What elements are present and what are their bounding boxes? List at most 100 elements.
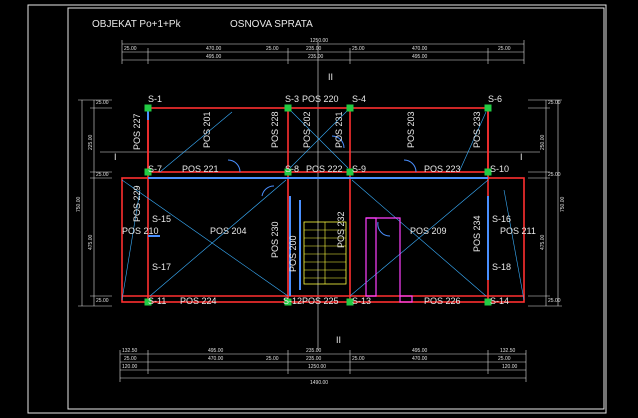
column-label: S-9 bbox=[352, 164, 366, 174]
dimension-text-left: 750.00 25.00 225.00 25.00 475.00 25.00 bbox=[76, 100, 109, 304]
slab-diagonals bbox=[121, 109, 525, 301]
object-label: OBJEKAT Po+1+Pk bbox=[92, 19, 182, 30]
dimension-text-right: 25.00 250.00 25.00 475.00 25.00 750.00 bbox=[540, 100, 566, 304]
column-label: S-1 bbox=[148, 94, 162, 104]
dimension-lines-left bbox=[78, 99, 112, 307]
position-labels-vertical: POS 227 POS 201 POS 228 POS 202 POS 231 … bbox=[132, 111, 482, 272]
section-mark-top: II bbox=[328, 72, 333, 82]
dimension-value: 25.00 bbox=[266, 46, 279, 52]
dimension-lines-top bbox=[121, 40, 525, 64]
dimension-value: 750.00 bbox=[560, 196, 566, 212]
position-label: POS 222 bbox=[306, 164, 343, 174]
dimension-value: 475.00 bbox=[88, 234, 94, 250]
column-label: S-12 bbox=[283, 296, 302, 306]
dimension-text-top: 1250.00 25.00 470.00 25.00 235.00 25.00 … bbox=[124, 38, 511, 60]
section-axes bbox=[100, 42, 540, 350]
section-mark-left: I bbox=[114, 152, 117, 162]
dimension-value: 25.00 bbox=[548, 172, 561, 178]
position-label: POS 229 bbox=[132, 185, 142, 222]
position-label: POS 201 bbox=[202, 111, 212, 148]
position-label: POS 200 bbox=[288, 235, 298, 272]
dimension-value: 25.00 bbox=[548, 100, 561, 106]
position-label: POS 227 bbox=[132, 113, 142, 150]
position-label: POS 210 bbox=[122, 226, 159, 236]
dimension-value: 25.00 bbox=[352, 356, 365, 362]
dimension-value: 470.00 bbox=[208, 356, 224, 362]
dimension-lines-bottom bbox=[119, 350, 527, 382]
walls bbox=[121, 107, 525, 303]
sheet-border bbox=[27, 4, 607, 414]
column-label: S-6 bbox=[488, 94, 502, 104]
dimension-value: 250.00 bbox=[540, 134, 546, 150]
dimension-value: 235.00 bbox=[306, 356, 322, 362]
dimension-value: 25.00 bbox=[124, 46, 137, 52]
dimension-value: 25.00 bbox=[548, 298, 561, 304]
dimension-value: 235.00 bbox=[306, 46, 322, 52]
position-label: POS 232 bbox=[336, 211, 346, 248]
position-label: POS 221 bbox=[182, 164, 219, 174]
staircase bbox=[303, 217, 413, 303]
position-label: POS 209 bbox=[410, 226, 447, 236]
dimension-value: 1250.00 bbox=[308, 364, 326, 370]
dimension-value: 225.00 bbox=[88, 134, 94, 150]
dimension-value: 235.00 bbox=[306, 348, 322, 354]
dimension-value: 235.00 bbox=[308, 54, 324, 60]
position-label: POS 228 bbox=[270, 111, 280, 148]
beams bbox=[147, 108, 489, 296]
position-label: POS 211 bbox=[500, 226, 536, 236]
dimension-value: 25.00 bbox=[96, 298, 109, 304]
position-label: POS 230 bbox=[270, 221, 280, 258]
dimension-value: 120.00 bbox=[502, 364, 518, 370]
dimension-value: 25.00 bbox=[96, 100, 109, 106]
dimension-value: 495.00 bbox=[208, 348, 224, 354]
column-label: S-3 bbox=[285, 94, 299, 104]
dimension-value: 132.50 bbox=[122, 348, 138, 354]
position-label: POS 231 bbox=[334, 111, 344, 148]
dimension-value: 1490.00 bbox=[310, 380, 328, 386]
dimension-value: 132.50 bbox=[500, 348, 516, 354]
dimension-value: 25.00 bbox=[352, 46, 365, 52]
position-label: POS 226 bbox=[424, 296, 461, 306]
section-mark-bottom: II bbox=[336, 335, 341, 345]
column-label: S-10 bbox=[490, 164, 509, 174]
column-label: S-8 bbox=[285, 164, 299, 174]
position-label: POS 234 bbox=[472, 215, 482, 252]
dimension-value: 495.00 bbox=[412, 54, 428, 60]
position-label: POS 225 bbox=[302, 296, 339, 306]
dimension-text-bottom: 132.50 495.00 235.00 495.00 132.50 25.00… bbox=[122, 348, 518, 386]
column-label: S-7 bbox=[148, 164, 162, 174]
column-label: S-15 bbox=[152, 214, 171, 224]
column-labels: S-1 S-3 S-4 S-6 S-7 S-8 S-9 S-10 S-11 S-… bbox=[148, 94, 511, 306]
dimension-value: 25.00 bbox=[266, 356, 279, 362]
position-label: POS 223 bbox=[424, 164, 461, 174]
dimension-value: 25.00 bbox=[124, 356, 137, 362]
dimension-value: 470.00 bbox=[412, 356, 428, 362]
position-label: POS 202 bbox=[302, 111, 312, 148]
dimension-value: 25.00 bbox=[498, 356, 511, 362]
position-label: POS 204 bbox=[210, 226, 247, 236]
dimension-value: 475.00 bbox=[540, 234, 546, 250]
section-mark-right: I bbox=[520, 152, 523, 162]
position-label: POS 203 bbox=[406, 111, 416, 148]
dimension-value: 495.00 bbox=[412, 348, 428, 354]
dimension-value: 495.00 bbox=[206, 54, 222, 60]
position-labels: POS 220 POS 221 POS 222 POS 223 POS 224 … bbox=[122, 94, 536, 306]
position-label: POS 220 bbox=[302, 94, 339, 104]
dimension-value: 750.00 bbox=[76, 196, 82, 212]
dimension-value: 1250.00 bbox=[310, 38, 328, 44]
plan-title: OSNOVA SPRATA bbox=[230, 19, 313, 30]
position-label: POS 224 bbox=[180, 296, 217, 306]
dimension-value: 470.00 bbox=[412, 46, 428, 52]
dimension-value: 25.00 bbox=[498, 46, 511, 52]
column-markers bbox=[144, 104, 492, 306]
column-label: S-11 bbox=[148, 296, 166, 306]
dimension-value: 120.00 bbox=[122, 364, 138, 370]
column-label: S-16 bbox=[492, 214, 511, 224]
dimension-value: 470.00 bbox=[206, 46, 222, 52]
position-label: POS 233 bbox=[472, 111, 482, 148]
dimension-value: 25.00 bbox=[96, 172, 109, 178]
column-label: S-14 bbox=[490, 296, 509, 306]
dimension-lines-right bbox=[528, 99, 562, 307]
column-label: S-17 bbox=[152, 262, 171, 272]
